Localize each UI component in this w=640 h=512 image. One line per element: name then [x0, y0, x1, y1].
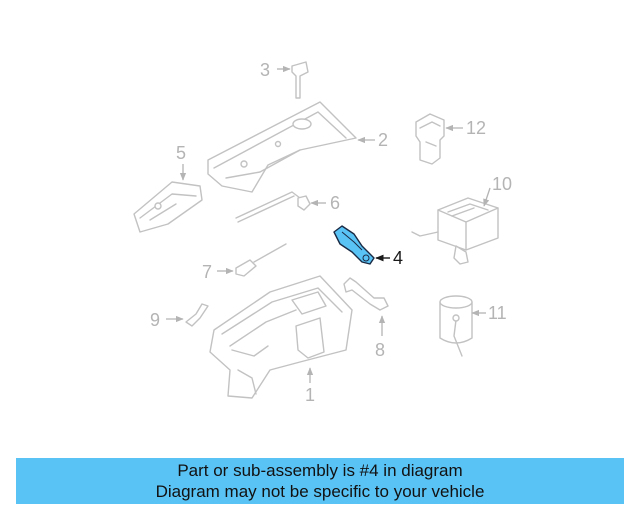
callout-5: 5	[176, 143, 186, 163]
parts-diagram: 3 2 12 5 6	[133, 60, 512, 405]
part-6-rod: 6	[235, 191, 340, 223]
part-5-jack: 5	[133, 143, 203, 233]
callout-12: 12	[466, 118, 486, 138]
callout-8: 8	[375, 340, 385, 360]
part-8-wrench: 8	[343, 277, 389, 360]
callout-11: 11	[488, 303, 507, 323]
banner-line-2: Diagram may not be specific to your vehi…	[155, 482, 485, 501]
part-1-tray: 1	[209, 275, 353, 405]
part-4-highlighted: 4	[333, 225, 403, 268]
info-banner: Part or sub-assembly is #4 in diagram Di…	[16, 458, 624, 504]
banner-line-1: Part or sub-assembly is #4 in diagram	[177, 461, 463, 480]
part-9-clip: 9	[150, 303, 209, 330]
part-3-post: 3	[260, 60, 309, 99]
callout-1: 1	[305, 385, 315, 405]
callout-3: 3	[260, 60, 270, 80]
part-12-bracket: 12	[415, 113, 486, 165]
part-10-compressor: 10	[411, 174, 512, 265]
callout-2: 2	[378, 130, 388, 150]
callout-9: 9	[150, 310, 160, 330]
part-11-canister: 11	[439, 295, 507, 357]
callout-10: 10	[492, 174, 512, 194]
part-7-screwdriver: 7	[202, 243, 287, 282]
callout-4: 4	[393, 248, 403, 268]
callout-6: 6	[330, 193, 340, 213]
callout-7: 7	[202, 262, 212, 282]
part-2-floor-board: 2	[207, 101, 388, 193]
